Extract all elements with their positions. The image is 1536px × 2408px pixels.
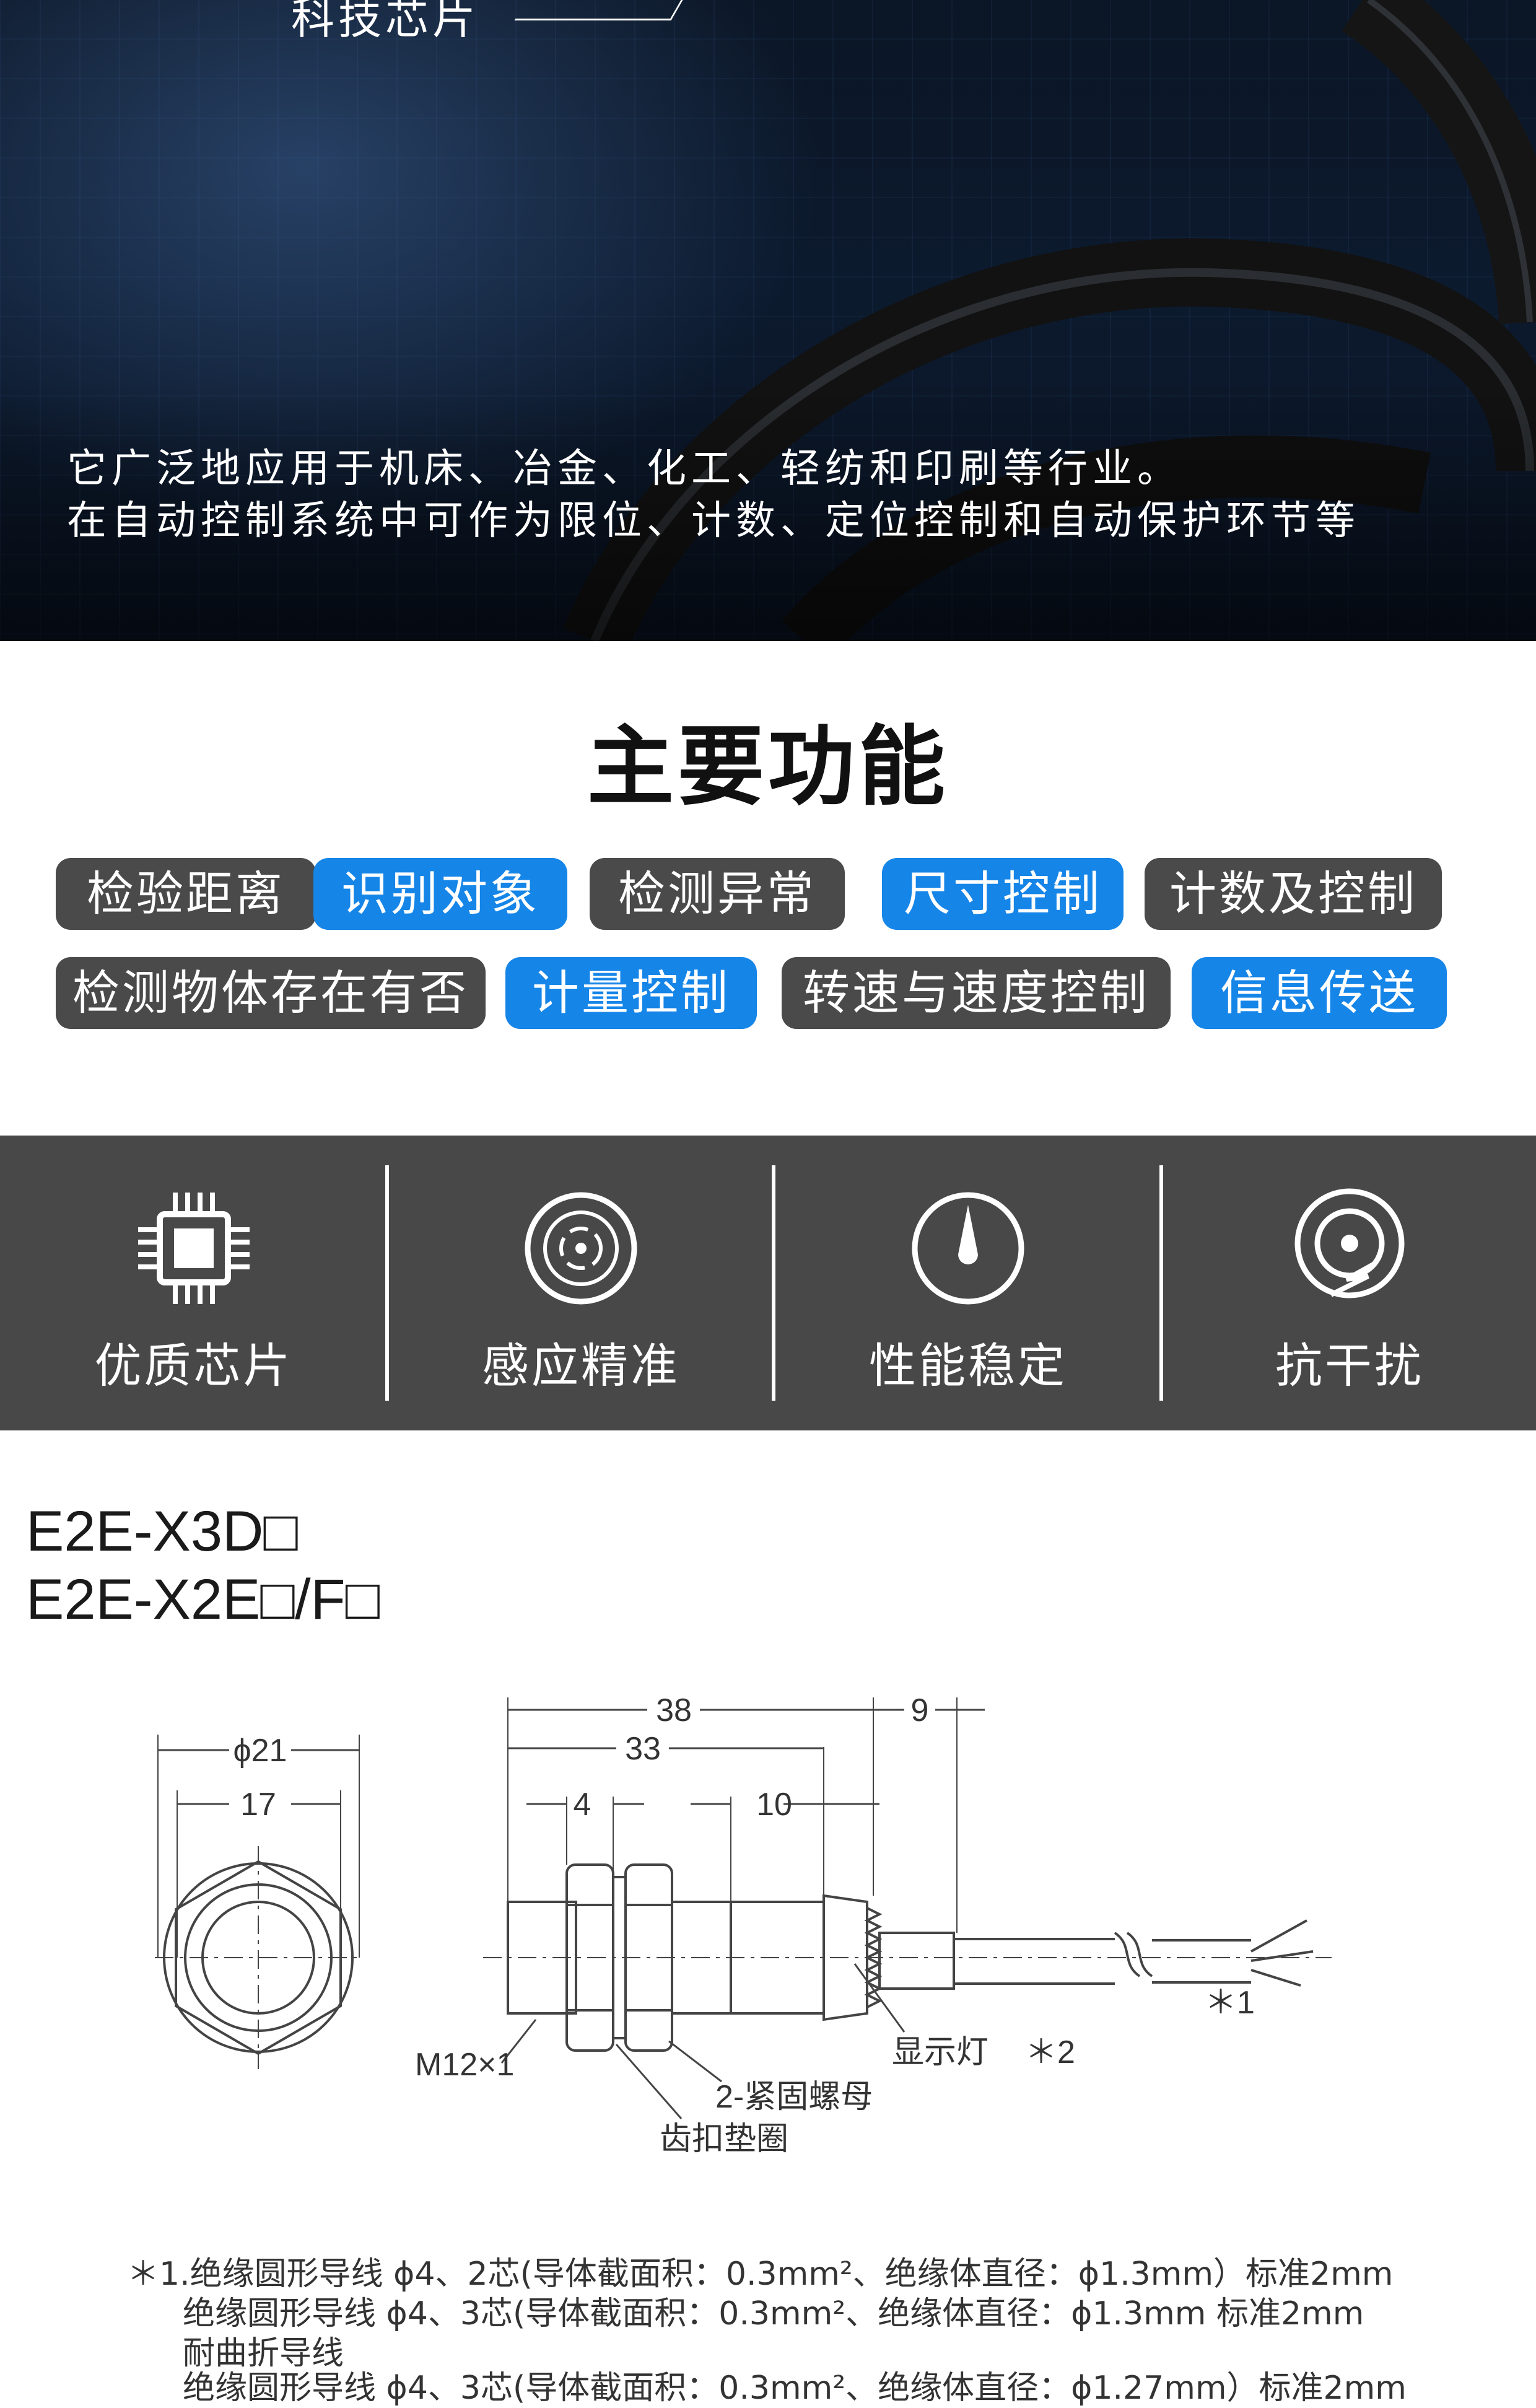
feature-divider (1159, 1165, 1163, 1401)
feature-label: 性能稳定 (869, 1338, 1067, 1393)
cable-note-line: 耐曲折导线 (183, 2335, 344, 2372)
model-number: E2E-X2E□/F□ (26, 1568, 380, 1631)
feature-item: 抗干扰 (1163, 1136, 1536, 1430)
dim-17: 17 (240, 1787, 276, 1823)
feature-divider (385, 1165, 389, 1401)
function-tag: 尺寸控制 (882, 858, 1124, 930)
cable-note-line: 绝缘圆形导线 ϕ4、3芯(导体截面积：0.3mm²、绝缘体直径：ϕ1.27mm）… (183, 2370, 1407, 2407)
shield-ring-icon (1294, 1188, 1405, 1298)
cable-note-line: ＊1.绝缘圆形导线 ϕ4、2芯(导体截面积：0.3mm²、绝缘体直径：ϕ1.3m… (127, 2256, 1394, 2293)
feature-label: 抗干扰 (1275, 1338, 1424, 1393)
feature-item: 性能稳定 (775, 1136, 1161, 1430)
section-title-functions: 主要功能 (587, 717, 949, 818)
feature-item: 优质芯片 (0, 1136, 387, 1430)
feature-divider (772, 1165, 775, 1401)
feature-item: 感应精准 (389, 1136, 773, 1430)
dim-4: 4 (574, 1787, 591, 1823)
hero-banner: 科技芯片 它广泛地应用于机床、冶金、化工、轻纺和印刷等行业。 在自动控制系统中可… (0, 0, 1536, 641)
function-tag: 转速与速度控制 (782, 957, 1171, 1029)
function-tag: 检测异常 (590, 858, 845, 930)
nuts-label: 2-紧固螺母 (715, 2079, 873, 2115)
hero-desc-line: 在自动控制系统中可作为限位、计数、定位控制和自动保护环节等 (67, 498, 1360, 544)
function-tag: 检验距离 (56, 858, 316, 930)
feature-label: 优质芯片 (94, 1338, 293, 1393)
feature-label: 感应精准 (482, 1338, 680, 1393)
indicator-label: 显示灯 (892, 2034, 988, 2070)
dim-33: 33 (625, 1731, 661, 1767)
function-tag: 计数及控制 (1145, 858, 1442, 930)
target-icon (525, 1192, 637, 1305)
dim-38: 38 (656, 1692, 692, 1728)
thread-label: M12×1 (415, 2047, 514, 2083)
function-tag: 计量控制 (505, 957, 757, 1029)
hero-label-underline (514, 0, 683, 20)
cable-note-ref: ＊1 (1205, 1985, 1255, 2021)
indicator-note-ref: ＊2 (1025, 2034, 1075, 2070)
function-tag: 信息传送 (1192, 957, 1447, 1029)
model-number: E2E-X3D□ (26, 1500, 299, 1563)
dimension-drawing: ϕ21 17 38 9 33 4 10 M12×1 显示灯 ＊2 ＊1 2-紧固… (155, 1692, 1332, 2157)
washer-label: 齿扣垫圈 (660, 2121, 788, 2157)
hero-label: 科技芯片 (291, 0, 479, 44)
dim-diameter-21: ϕ21 (233, 1733, 287, 1769)
hero-desc-line: 它广泛地应用于机床、冶金、化工、轻纺和印刷等行业。 (67, 446, 1182, 492)
function-tag: 检测物体存在有否 (56, 957, 486, 1029)
chip-icon (137, 1193, 250, 1304)
dim-10: 10 (756, 1787, 792, 1823)
hero-description: 它广泛地应用于机床、冶金、化工、轻纺和印刷等行业。 在自动控制系统中可作为限位、… (67, 443, 1360, 547)
dim-9: 9 (911, 1692, 929, 1728)
feature-band: 优质芯片 感应精准 性能稳定 抗干扰 (0, 1136, 1536, 1430)
gauge-icon (912, 1192, 1024, 1305)
function-tag: 识别对象 (313, 858, 567, 930)
cable-note-line: 绝缘圆形导线 ϕ4、3芯(导体截面积：0.3mm²、绝缘体直径：ϕ1.3mm 标… (183, 2295, 1364, 2332)
